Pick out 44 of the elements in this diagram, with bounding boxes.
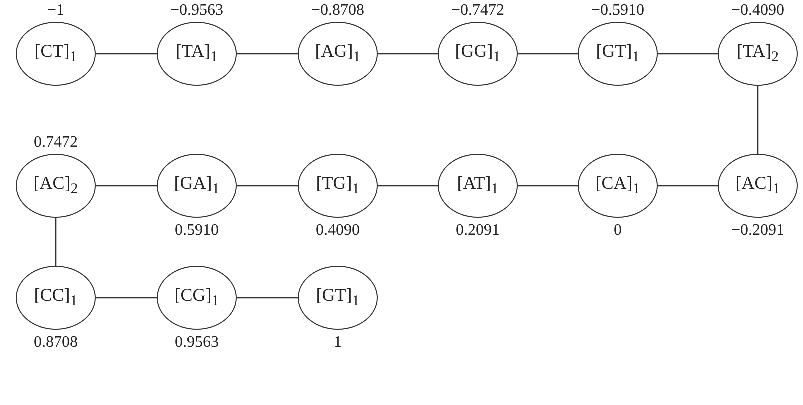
connector-line [378, 185, 438, 187]
value-label: 0.2091 [455, 222, 501, 240]
state-label: [GT]$_{1}$ [596, 41, 640, 67]
connector-line [96, 185, 157, 187]
value-label: 0.7472 [33, 134, 79, 152]
state-label: [AC]$_{2}$ [34, 173, 78, 199]
state-label: [CA]$_{1}$ [596, 173, 640, 199]
state-label: [CT]$_{1}$ [34, 41, 78, 67]
connector-line [237, 53, 298, 55]
value-label: −0.4090 [730, 2, 786, 20]
state-label: [AC]$_{1}$ [736, 173, 780, 199]
connector-line [237, 185, 298, 187]
connector-line [658, 185, 718, 187]
connector-line [96, 53, 157, 55]
connector-line [658, 53, 718, 55]
state-label: [GA]$_{1}$ [174, 173, 220, 199]
value-label: −1 [46, 2, 66, 20]
state-label: [AT]$_{1}$ [457, 173, 499, 199]
state-label: [GG]$_{1}$ [455, 41, 501, 67]
state-label: [CG]$_{1}$ [174, 285, 220, 311]
value-label: −0.7472 [450, 2, 506, 20]
state-label: [GT]$_{1}$ [316, 285, 360, 311]
value-label: −0.2091 [730, 222, 786, 240]
value-label: −0.9563 [169, 2, 225, 20]
value-label: 1 [333, 334, 343, 352]
connector-line [757, 86, 759, 154]
value-label: 0.5910 [174, 222, 220, 240]
state-label: [TA]$_{2}$ [736, 41, 780, 67]
connector-line [378, 53, 438, 55]
state-label: [TA]$_{1}$ [176, 41, 218, 67]
value-label: −0.8708 [310, 2, 366, 20]
value-label: 0 [613, 222, 623, 240]
connector-line [518, 53, 578, 55]
connector-line [96, 297, 157, 299]
state-label: [AG]$_{1}$ [315, 41, 361, 67]
state-label: [CC]$_{1}$ [34, 285, 78, 311]
value-label: 0.8708 [33, 334, 79, 352]
connector-line [518, 185, 578, 187]
value-label: 0.9563 [174, 334, 220, 352]
connector-line [55, 218, 57, 266]
value-label: 0.4090 [315, 222, 361, 240]
connector-line [237, 297, 298, 299]
state-label: [TG]$_{1}$ [316, 173, 360, 199]
value-label: −0.5910 [590, 2, 646, 20]
